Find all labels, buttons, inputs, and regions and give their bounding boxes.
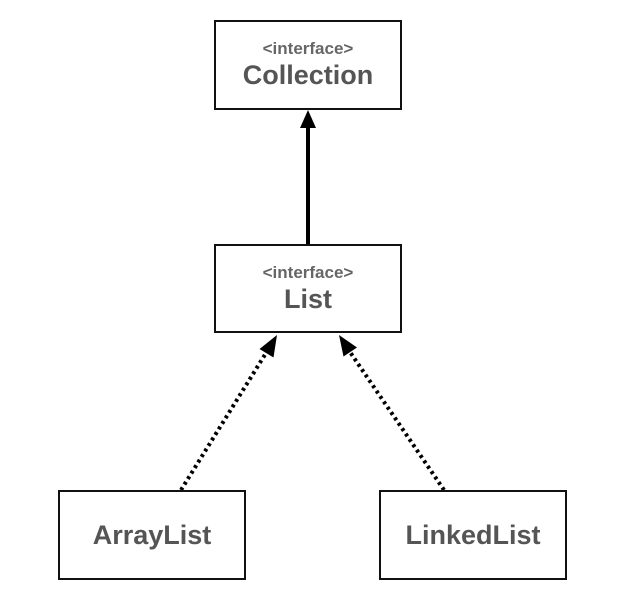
node-collection: <interface> Collection (214, 20, 402, 110)
arraylist-name: ArrayList (92, 519, 212, 550)
edge-list-to-collection (300, 110, 316, 244)
collection-stereotype: <interface> (262, 39, 354, 58)
edge-linkedlist-to-list (339, 335, 446, 492)
list-stereotype: <interface> (262, 262, 354, 282)
node-list: <interface> List (214, 244, 402, 333)
list-name: List (283, 283, 332, 314)
node-arraylist: ArrayList (58, 490, 246, 580)
collection-name: Collection (242, 60, 374, 90)
node-linkedlist: LinkedList (379, 490, 567, 580)
edge-arraylist-to-list (179, 335, 277, 492)
linkedlist-name: LinkedList (405, 519, 541, 550)
